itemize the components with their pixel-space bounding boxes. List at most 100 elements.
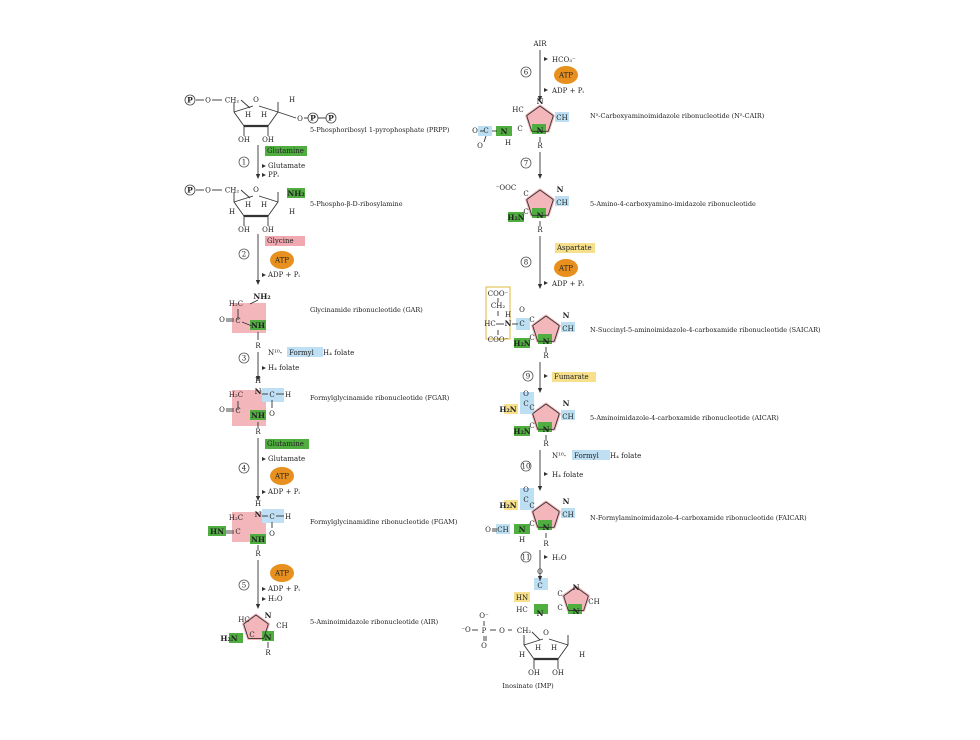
fgam-h: H (255, 500, 261, 508)
imp-ring-o: O (543, 629, 549, 637)
aicar-ring-bond (553, 413, 560, 430)
fgam-r: R (255, 550, 261, 558)
saicar-h: H (505, 311, 511, 319)
arrow-out (262, 164, 266, 168)
arrow-step3-head (255, 376, 261, 381)
aicar-ch: CH (562, 413, 573, 421)
prib-bond (233, 195, 254, 203)
fgar-h: H (255, 377, 261, 385)
arrow-step8-head (537, 284, 543, 289)
step-4-circle (238, 462, 250, 474)
faicar-n2: N (543, 523, 550, 532)
step-8-circle (520, 256, 532, 268)
atp-step8 (554, 259, 578, 277)
step-2-circle-number: 2 (242, 250, 246, 258)
prpp-o1: O (205, 97, 211, 105)
aspartate-tag (555, 243, 595, 253)
step-8-circle-number: 8 (524, 258, 528, 266)
fgam-o: O (269, 530, 275, 538)
atp-step5-label: ATP (274, 570, 289, 578)
gar-h2c: H₂C (229, 300, 243, 308)
arrow-step1-head (255, 174, 261, 179)
glutamate-4: Glutamate (268, 455, 305, 463)
saicar-coo1: COO⁻ (488, 290, 509, 298)
aicar-c3: C (529, 422, 534, 430)
cair-ring-bond (526, 189, 541, 201)
imp-ch: CH (588, 598, 599, 606)
arrow-step9-head (537, 388, 543, 393)
bond (249, 299, 259, 305)
bond (483, 135, 487, 143)
formyl-pre-10: N¹⁰- (552, 452, 567, 460)
prpp-p3: P (328, 114, 334, 123)
prpp-oh1: OH (238, 136, 250, 144)
imp-o: O (537, 568, 543, 576)
step-7-circle-number: 7 (524, 159, 528, 167)
faicar-name: N-Formylaminoimidazole-4-carboxamide rib… (590, 514, 807, 522)
faicar-r: R (543, 540, 549, 548)
aicar-h2n-green (514, 426, 530, 436)
atp-step2 (270, 251, 294, 269)
saicar-ring-bond (545, 315, 560, 327)
imp-name: Inosinate (IMP) (502, 682, 554, 690)
cair-c2: C (523, 208, 528, 216)
saicar-o: O (519, 306, 525, 314)
formyl-10: Formyl (574, 452, 600, 460)
imp-n4: N (573, 607, 580, 616)
cair-ch-blue (555, 196, 569, 206)
imp-o-p: O (481, 642, 487, 650)
adp-pi-2: ADP + Pᵢ (267, 271, 300, 279)
arrow-out (544, 281, 548, 285)
fgar-nh: NH (251, 411, 265, 420)
aicar-n2: N (543, 425, 550, 434)
bond (240, 99, 251, 109)
step-7-circle (520, 157, 532, 169)
fgam-name: Formylglycinamidine ribonucleotide (FGAM… (310, 518, 458, 526)
aicar-n-green (538, 422, 552, 432)
arrow-out (262, 490, 266, 494)
saicar-r: R (543, 352, 549, 360)
aicar-h2n2: H₂N (513, 427, 530, 436)
h4folate-3: H₄ folate (268, 364, 299, 372)
fgam-formyl-shading (262, 509, 284, 523)
arrow-out (262, 366, 266, 370)
air-ch: CH (276, 622, 287, 630)
imp-n1: N (537, 609, 544, 618)
phosphate-p-circle (184, 94, 196, 106)
prpp-bond (233, 111, 245, 127)
h2o-11: H₂O (552, 554, 567, 562)
aicar-c1: C (523, 400, 528, 408)
atp-step2-label: ATP (274, 257, 289, 265)
arrow-out (262, 273, 266, 277)
saicar-hc: HC (484, 320, 495, 328)
prib-o: O (205, 187, 211, 195)
air-name: 5-Aminoimidazole ribonucleotide (AIR) (310, 618, 439, 626)
saicar-ring-bond (532, 315, 547, 327)
step-3-circle (238, 352, 250, 364)
h4folate-10: H₄ folate (552, 471, 583, 479)
arrow-out (544, 88, 548, 92)
step-10-circle (520, 460, 532, 472)
saicar-aspartate-outline (485, 286, 511, 340)
faicar-o1: O (523, 486, 529, 494)
gar-nh: NH (251, 321, 265, 330)
faicar-n-green (538, 520, 552, 530)
bond (277, 111, 297, 119)
prpp-bond (258, 105, 279, 113)
aicar-carbonyl-blue (520, 392, 534, 414)
ncair-n2: N (537, 126, 544, 135)
ncair-hc: HC (512, 106, 523, 114)
imp-c3: C (557, 604, 562, 612)
arrow-out (262, 457, 266, 461)
saicar-coo2: COO⁻ (488, 336, 509, 344)
imp-h2: H (551, 644, 557, 652)
ncair-h: H (505, 139, 511, 147)
prib-ring-o: O (253, 186, 259, 194)
cair-ring-bond (526, 199, 533, 216)
adp-pi-5: ADP + Pᵢ (267, 585, 300, 593)
fumarate-tag-label: Fumarate (554, 373, 589, 381)
fgar-c2: C (235, 407, 240, 415)
bond (240, 189, 251, 199)
prib-p: P (187, 186, 193, 195)
glutamine-tag-1 (265, 146, 307, 156)
